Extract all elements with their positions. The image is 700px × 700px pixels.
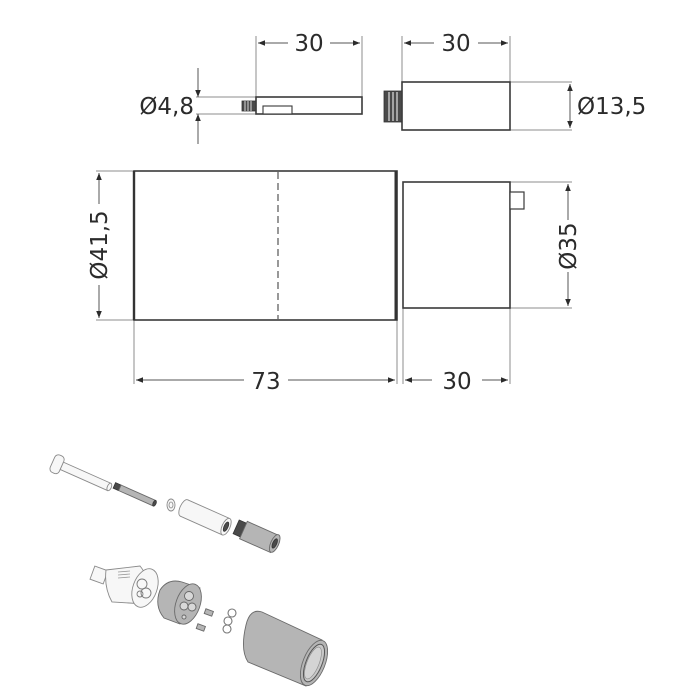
label-threaded-diameter: Ø13,5 — [577, 94, 646, 120]
dimension-sleeve-length: 73 — [136, 369, 395, 395]
cover-sleeve-part — [243, 610, 329, 687]
cartridge-part — [89, 565, 159, 608]
label-handle-length: 30 — [442, 369, 471, 395]
handle-body — [402, 181, 511, 309]
dimension-sleeve-diameter: Ø41,5 — [87, 173, 113, 318]
sleeve-extension-part — [178, 499, 232, 536]
threaded-extension-view: 30 Ø13,5 — [383, 31, 646, 131]
screw-part — [49, 454, 113, 492]
spindle-slot — [262, 105, 293, 115]
exploded-lower-assembly — [89, 565, 329, 687]
washer-part — [166, 498, 176, 512]
label-spindle-length: 30 — [294, 31, 323, 57]
spindle-extension-view: 30 Ø4,8 — [139, 31, 363, 144]
dimension-threaded-diameter: Ø13,5 — [567, 84, 646, 128]
dimension-spindle-length: 30 — [258, 31, 360, 57]
label-threaded-length: 30 — [441, 31, 470, 57]
sleeve-body — [133, 170, 398, 321]
pins-part — [195, 608, 215, 632]
dimension-threaded-length: 30 — [404, 31, 508, 57]
label-sleeve-diameter: Ø41,5 — [87, 210, 113, 279]
dimension-handle-length: 30 — [405, 369, 508, 395]
adapter-disc-part — [157, 580, 202, 625]
exploded-upper-assembly — [49, 454, 281, 554]
main-sleeve-view: Ø41,5 73 — [87, 170, 398, 395]
label-sleeve-length: 73 — [251, 369, 280, 395]
dimension-handle-diameter: Ø35 — [556, 184, 582, 306]
handle-view: Ø35 30 — [402, 181, 582, 395]
handle-lever-stub — [509, 191, 525, 210]
threaded-adapter-part — [232, 519, 281, 554]
spindle-part — [112, 482, 157, 507]
label-spindle-diameter: Ø4,8 — [139, 94, 194, 120]
spindle-thread — [241, 100, 257, 112]
dimension-spindle-diameter: Ø4,8 — [139, 68, 201, 144]
o-rings-part — [222, 608, 237, 634]
label-handle-diameter: Ø35 — [556, 222, 582, 269]
threaded-body — [401, 81, 511, 131]
